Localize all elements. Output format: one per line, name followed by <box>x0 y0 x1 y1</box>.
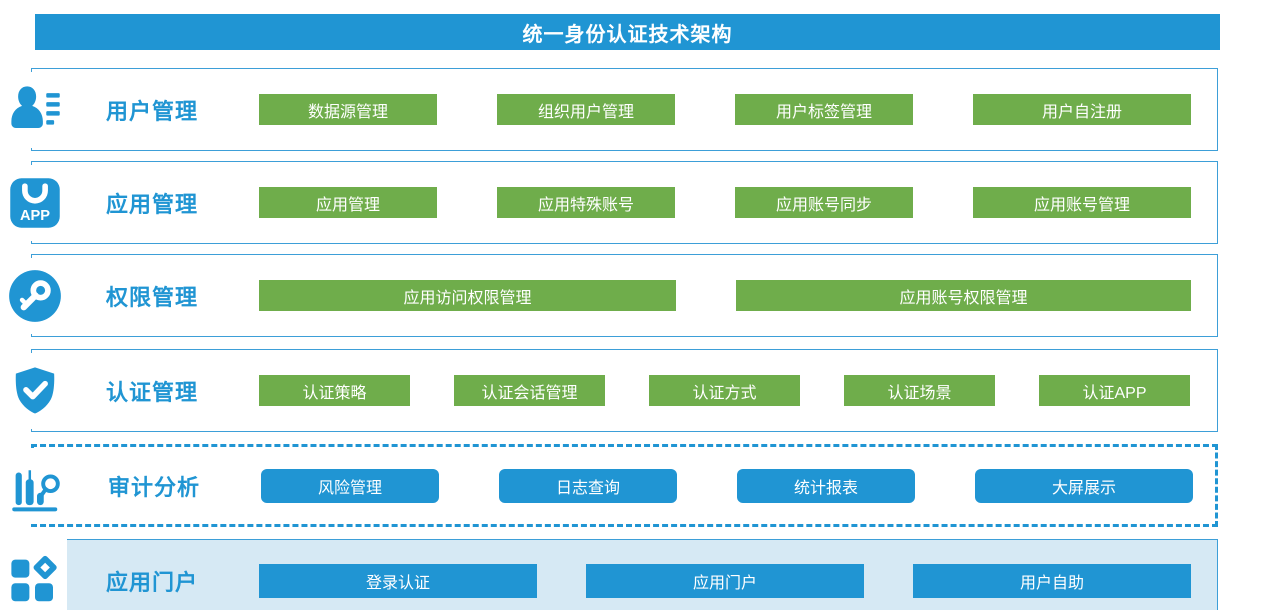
module-button: 风险管理 <box>261 468 439 503</box>
module-button: 认证方式 <box>649 375 800 406</box>
module-button: 认证场景 <box>844 375 995 406</box>
row-label-user-management: 用户管理 <box>106 98 199 124</box>
module-button: 数据源管理 <box>259 94 437 125</box>
shield-check-icon <box>3 352 67 429</box>
module-button: 应用账号同步 <box>735 187 913 218</box>
row-permission-management: 权限管理 应用访问权限管理 应用账号权限管理 <box>3 254 1218 337</box>
key-icon <box>3 257 67 334</box>
module-buttons-app-portal: 登录认证 应用门户 用户自助 <box>259 540 1191 610</box>
row-app-management: APP 应用管理 应用管理 应用特殊账号 应用账号同步 应用账号管理 <box>3 161 1218 244</box>
module-button: 用户标签管理 <box>735 94 913 125</box>
row-auth-management: 认证管理 认证策略 认证会话管理 认证方式 认证场景 认证APP <box>3 349 1218 432</box>
module-button: 用户自注册 <box>973 94 1191 125</box>
svg-text:APP: APP <box>20 207 50 223</box>
module-button: 应用账号管理 <box>973 187 1191 218</box>
module-button: 大屏展示 <box>975 468 1193 503</box>
module-buttons-auth-management: 认证策略 认证会话管理 认证方式 认证场景 认证APP <box>259 350 1191 431</box>
module-button: 统计报表 <box>737 468 915 503</box>
row-label-permission-management: 权限管理 <box>106 284 199 310</box>
row-audit-analysis: 审计分析 风险管理 日志查询 统计报表 大屏展示 <box>5 444 1218 527</box>
row-user-management: 用户管理 数据源管理 组织用户管理 用户标签管理 用户自注册 <box>3 68 1218 151</box>
row-label-app-management: 应用管理 <box>106 191 199 217</box>
module-buttons-app-management: 应用管理 应用特殊账号 应用账号同步 应用账号管理 <box>259 162 1191 243</box>
row-label-app-portal: 应用门户 <box>106 569 199 595</box>
module-button: 应用特殊账号 <box>497 187 675 218</box>
module-button: 用户自助 <box>913 563 1191 598</box>
row-label-audit-analysis: 审计分析 <box>108 474 201 500</box>
audit-chart-icon <box>5 447 69 524</box>
page-title: 统一身份认证技术架构 <box>522 23 733 46</box>
user-list-icon <box>3 71 67 148</box>
module-button: 认证APP <box>1039 375 1190 406</box>
module-button: 应用账号权限管理 <box>736 280 1191 311</box>
module-button: 应用门户 <box>586 563 864 598</box>
module-button: 应用管理 <box>259 187 437 218</box>
row-app-portal: 应用门户 登录认证 应用门户 用户自助 <box>3 532 1218 610</box>
row-label-auth-management: 认证管理 <box>106 379 199 405</box>
page-title-bar: 统一身份认证技术架构 <box>35 14 1220 50</box>
app-grid-icon <box>3 532 67 610</box>
app-icon: APP <box>3 164 67 241</box>
module-buttons-audit-analysis: 风险管理 日志查询 统计报表 大屏展示 <box>261 447 1193 524</box>
module-buttons-permission-management: 应用访问权限管理 应用账号权限管理 <box>259 255 1191 336</box>
module-button: 认证策略 <box>259 375 410 406</box>
module-button: 认证会话管理 <box>454 375 605 406</box>
module-button: 日志查询 <box>499 468 677 503</box>
module-button: 登录认证 <box>259 563 537 598</box>
module-button: 组织用户管理 <box>497 94 675 125</box>
module-buttons-user-management: 数据源管理 组织用户管理 用户标签管理 用户自注册 <box>259 69 1191 150</box>
module-button: 应用访问权限管理 <box>259 280 676 311</box>
